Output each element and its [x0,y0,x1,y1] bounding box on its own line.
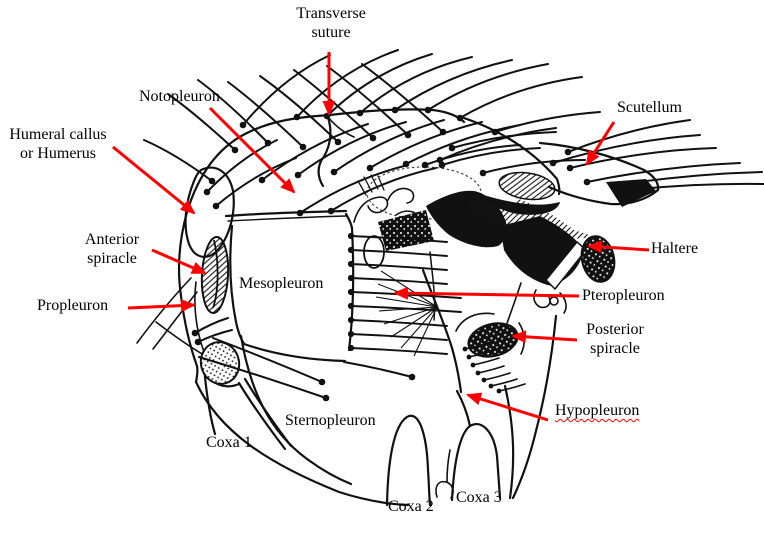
coxae-outlines [385,414,502,507]
notum-bristles [143,49,764,402]
label-hypopleuron: Hypopleuron [555,402,640,419]
thorax-outlines [136,108,660,507]
arrow-haltere [587,240,650,254]
label-scutellum: Scutellum [617,99,682,116]
arrow-posterior-spiracle [511,330,578,344]
arrow-anterior-spiracle [151,248,207,275]
label-haltere: Haltere [651,240,699,257]
label-transverse-suture: Transverse suture [296,5,366,41]
label-anterior-spiracle: Anterior spiracle [84,231,140,267]
arrow-hypopleuron [466,392,549,422]
label-sternopleuron: Sternopleuron [285,412,376,429]
arrow-humeral-callus [112,145,196,215]
label-arrows [112,52,650,422]
hypopleuron-comb [462,341,526,394]
arrow-scutellum [585,121,616,166]
label-humeral-callus: Humeral callus or Humerus [9,126,107,162]
label-posterior-spiracle: Posterior spiracle [586,321,644,357]
wing-base-shading [363,166,656,269]
anterior-spiracle-shape [200,236,230,314]
haltere-shape [500,216,616,291]
scutellum-dark-patch [498,171,556,201]
label-coxa-2: Coxa 2 [388,498,434,515]
arrow-propleuron [127,299,196,313]
label-coxa-1: Coxa 1 [206,434,252,451]
arrow-pteropleuron [393,286,580,300]
label-mesopleuron: Mesopleuron [239,275,324,292]
label-notopleuron: Notopleuron [139,88,220,105]
label-coxa-3: Coxa 3 [456,489,502,506]
arrow-notopleuron [208,106,296,194]
posterior-spiracle-shape [467,322,519,358]
label-pteropleuron: Pteropleuron [582,287,665,304]
label-propleuron: Propleuron [37,297,109,314]
